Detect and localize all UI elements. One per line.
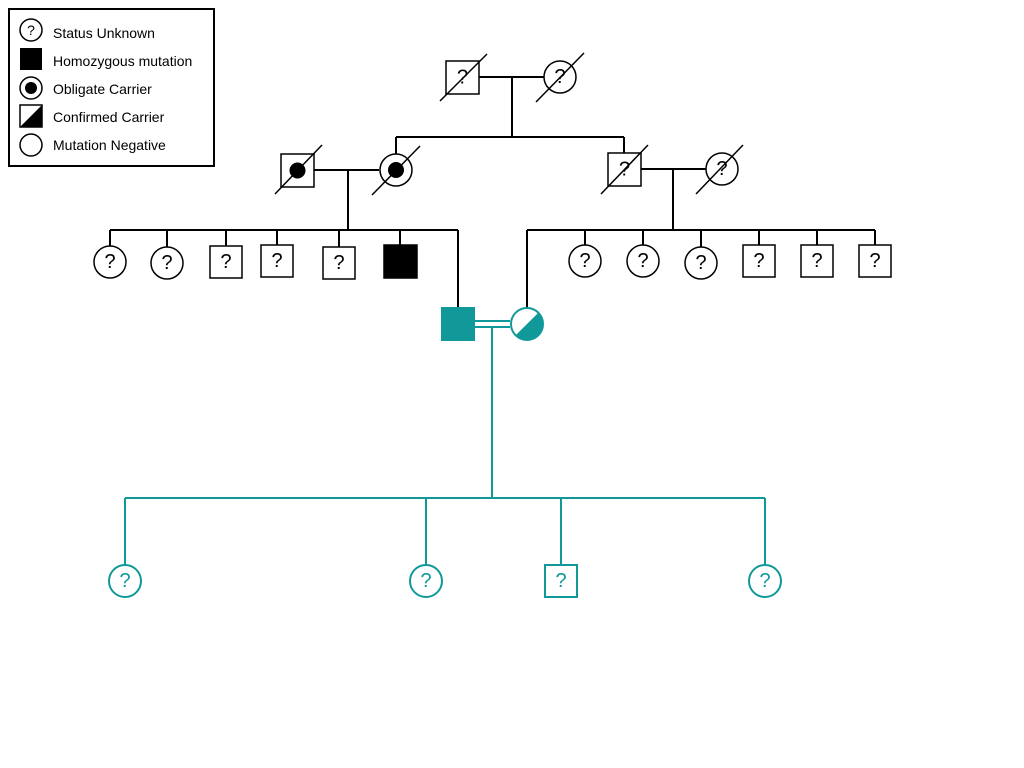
homozygous-mutation-symbol-icon	[20, 48, 42, 70]
generation-2: ? ?	[274, 144, 744, 196]
deceased-slash	[371, 145, 421, 196]
generation-3-left: ? ? ? ? ?	[93, 244, 475, 341]
individual-g4-1: ?	[409, 564, 443, 598]
legend-box	[8, 8, 215, 167]
deceased-slash	[439, 53, 488, 102]
individual-g3l-4: ?	[322, 246, 356, 280]
male-symbol-highlighted	[544, 564, 578, 598]
unknown-mark: ?	[579, 250, 590, 272]
female-symbol-highlighted	[409, 564, 443, 598]
male-symbol	[858, 244, 892, 278]
legend: ? Status Unknown Homozygous mutation Obl…	[8, 8, 215, 167]
unknown-mark: ?	[716, 158, 727, 180]
individual-g3l-5	[383, 244, 418, 279]
unknown-mark: ?	[637, 250, 648, 272]
deceased-slash	[695, 144, 744, 195]
female-symbol	[684, 246, 718, 280]
male-symbol	[800, 244, 834, 278]
confirmed-carrier-half-icon	[20, 105, 42, 127]
individual-g3r-2: ?	[626, 244, 660, 278]
legend-label-confirmed-carrier: Confirmed Carrier	[53, 109, 165, 125]
legend-label-mutation-negative: Mutation Negative	[53, 137, 166, 153]
deceased-slash	[274, 144, 323, 195]
individual-g1-1: ?	[535, 52, 585, 103]
male-symbol	[209, 245, 243, 279]
obligate-carrier-dot-icon	[25, 82, 37, 94]
legend-item-mutation-negative: Mutation Negative	[19, 133, 166, 157]
legend-question-mark: ?	[27, 22, 35, 38]
individual-g4-2: ?	[544, 564, 578, 598]
female-symbol	[626, 244, 660, 278]
unknown-mark: ?	[869, 250, 880, 272]
legend-item-confirmed-carrier: Confirmed Carrier	[19, 104, 165, 128]
individual-g3l-3: ?	[260, 244, 294, 278]
unknown-mark: ?	[555, 570, 566, 592]
legend-label-homozygous-mutation: Homozygous mutation	[53, 53, 192, 69]
deceased-slash	[535, 52, 585, 103]
legend-label-status-unknown: Status Unknown	[53, 25, 155, 41]
male-symbol	[742, 244, 776, 278]
female-symbol-highlighted	[748, 564, 782, 598]
individual-g3l-1: ?	[150, 246, 184, 280]
legend-item-obligate-carrier: Obligate Carrier	[19, 76, 152, 100]
individual-g4-0: ?	[108, 564, 142, 598]
legend-item-status-unknown: ? Status Unknown	[19, 18, 155, 42]
individual-g3r-0-proband-mother	[510, 307, 544, 341]
generation-3-right: ? ? ? ? ? ?	[510, 244, 892, 341]
individual-g3l-2: ?	[209, 245, 243, 279]
individual-g2-2: ?	[600, 144, 649, 195]
individual-g2-0	[274, 144, 323, 195]
status-unknown-symbol-icon	[19, 18, 43, 42]
mutation-negative-symbol-icon	[19, 133, 43, 157]
unknown-mark: ?	[695, 252, 706, 274]
individual-g3l-0: ?	[93, 245, 127, 279]
unknown-mark: ?	[333, 252, 344, 274]
legend-label-obligate-carrier: Obligate Carrier	[53, 81, 152, 97]
individual-g2-3: ?	[695, 144, 744, 195]
unknown-mark: ?	[104, 251, 115, 273]
female-symbol	[93, 245, 127, 279]
unknown-mark: ?	[811, 250, 822, 272]
unknown-mark: ?	[161, 252, 172, 274]
male-symbol-affected	[383, 244, 418, 279]
unknown-mark: ?	[753, 250, 764, 272]
individual-g3r-6: ?	[858, 244, 892, 278]
legend-item-homozygous-mutation: Homozygous mutation	[20, 48, 192, 70]
female-symbol	[568, 244, 602, 278]
generation-1: ? ?	[439, 52, 585, 103]
unknown-mark: ?	[220, 251, 231, 273]
confirmed-carrier-half	[515, 312, 543, 340]
female-symbol-highlighted	[108, 564, 142, 598]
unknown-mark: ?	[759, 570, 770, 592]
deceased-slash	[600, 144, 649, 195]
male-symbol	[260, 244, 294, 278]
female-symbol	[705, 152, 739, 186]
pedigree-lines	[109, 76, 876, 308]
individual-g4-3: ?	[748, 564, 782, 598]
unknown-mark: ?	[420, 570, 431, 592]
generation-4: ? ? ? ?	[108, 564, 782, 598]
unknown-mark: ?	[271, 250, 282, 272]
individual-g3r-4: ?	[742, 244, 776, 278]
individual-g3r-5: ?	[800, 244, 834, 278]
individual-g1-0: ?	[439, 53, 488, 102]
individual-g2-1	[371, 145, 421, 196]
male-symbol	[322, 246, 356, 280]
male-symbol-affected-highlighted	[441, 307, 475, 341]
highlight-lines	[124, 320, 766, 565]
individual-g3r-3: ?	[684, 246, 718, 280]
unknown-mark: ?	[119, 570, 130, 592]
female-symbol	[150, 246, 184, 280]
individual-g3r-1: ?	[568, 244, 602, 278]
individual-g3l-6-proband-father	[441, 307, 475, 341]
